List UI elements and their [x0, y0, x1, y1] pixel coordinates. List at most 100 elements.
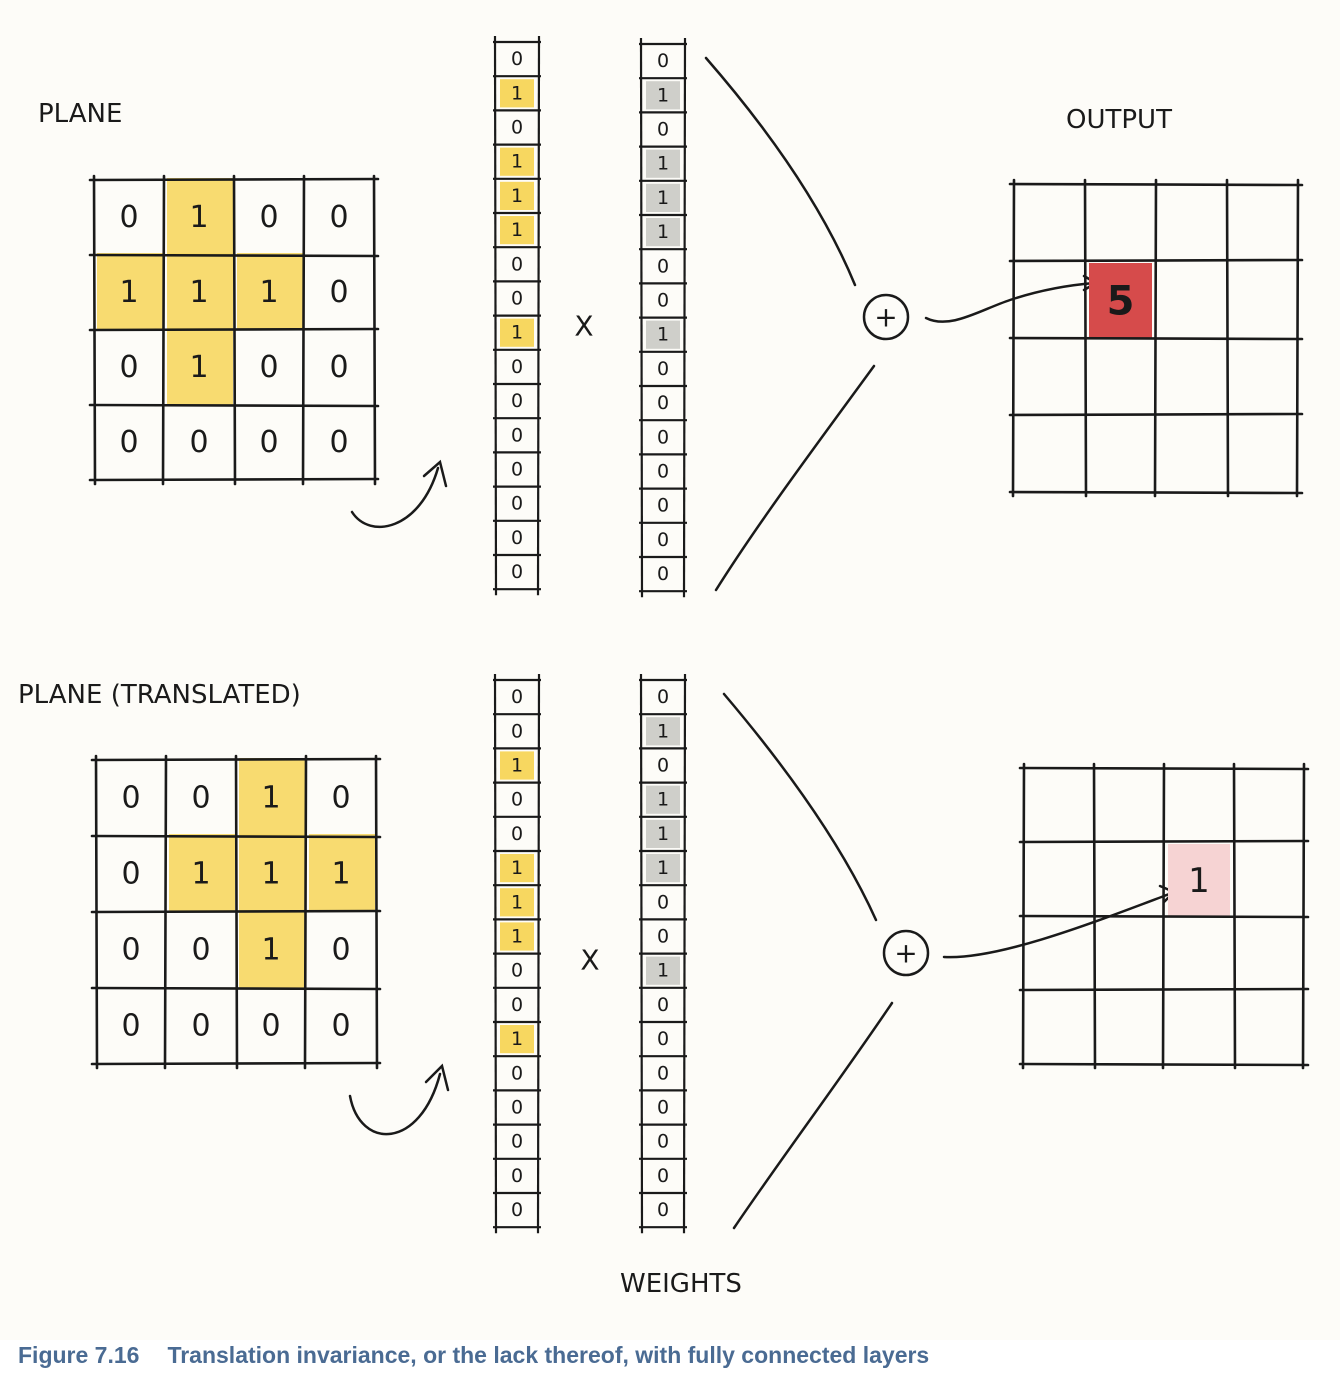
translated-plane-cell-value: 0 — [331, 933, 350, 968]
sum-node-bottom: + — [882, 929, 930, 977]
weights-vector-lines — [639, 37, 687, 598]
weights-vector-entry: 1 — [646, 320, 680, 349]
weights-vector-value: 0 — [657, 255, 669, 277]
connector-line-bottom-upper — [722, 692, 878, 922]
connector-line-bottom-lower — [732, 1001, 894, 1230]
input-vector-value: 1 — [511, 322, 523, 344]
highlight-mark — [646, 149, 680, 178]
translated-vector-entry: 1 — [500, 922, 534, 951]
weights-vector-entry: 1 — [646, 218, 680, 247]
input-vector-entry: 0 — [511, 493, 523, 515]
plane-cell: 0 — [259, 350, 278, 385]
input-vector-entry: 1 — [500, 79, 534, 108]
grid-line — [301, 174, 306, 486]
grid-line — [232, 174, 237, 486]
highlight-mark — [167, 328, 233, 405]
weights-vector-value: 0 — [657, 50, 669, 72]
translated-plane-cell-value: 0 — [191, 1009, 210, 1044]
translated-plane-cell-value: 1 — [261, 857, 280, 892]
weights-vector-entry: 0 — [657, 563, 669, 585]
plane-cell-value: 0 — [259, 350, 278, 385]
output-bottom-highlight-cell — [1168, 844, 1230, 916]
sum-node-top: + — [862, 293, 910, 341]
highlight-mark — [167, 178, 233, 255]
translated-plane-cell-value: 0 — [331, 1009, 350, 1044]
weights-vector-entry: 0 — [657, 392, 669, 414]
highlight-mark — [646, 320, 680, 349]
translated-vector-value: 0 — [511, 686, 523, 708]
translated-vector-value: 0 — [511, 1131, 523, 1153]
output-value: 5 — [1107, 279, 1135, 325]
weights-vector-value: 0 — [657, 426, 669, 448]
translated-vector-entry: 0 — [511, 720, 523, 742]
weights-vector-entry: 0 — [657, 529, 669, 551]
plane-cell: 0 — [329, 275, 348, 310]
weights-vector-value: 1 — [657, 84, 669, 106]
translated-vector-value: 0 — [511, 1165, 523, 1187]
translated-plane-cell-value: 0 — [121, 781, 140, 816]
grid-line — [90, 1061, 382, 1066]
output-grid: 5 — [1008, 178, 1304, 498]
weights-label: WEIGHTS — [620, 1269, 742, 1299]
plane-cell-value: 1 — [189, 200, 208, 235]
translated-vector-entry: 0 — [511, 1199, 523, 1221]
highlight-mark — [167, 253, 233, 330]
highlight-mark — [500, 79, 534, 108]
plane-cell-value: 1 — [119, 275, 138, 310]
translated-plane-cell-value: 1 — [191, 857, 210, 892]
weights-vector-bottom-entry: 0 — [657, 1165, 669, 1187]
input-vector-value: 1 — [511, 185, 523, 207]
plane-cell: 0 — [329, 425, 348, 460]
translated-vector-entry: 0 — [511, 686, 523, 708]
translated-vector-value: 1 — [511, 857, 523, 879]
grid-line — [1225, 178, 1230, 498]
output-bottom-grid-lines — [1018, 762, 1310, 1070]
weights-vector-value: 0 — [657, 529, 669, 551]
input-vector-value: 1 — [511, 151, 523, 173]
grid-line — [303, 754, 308, 1070]
translated-plane-cell-value: 0 — [191, 781, 210, 816]
highlight-mark — [500, 1025, 534, 1054]
input-vector-value: 0 — [511, 117, 523, 139]
plane-cell: 1 — [167, 328, 233, 405]
translated-vector-value: 0 — [511, 1062, 523, 1084]
highlight-mark — [237, 253, 303, 330]
connector-line-top-upper — [704, 56, 857, 287]
translated-plane-cell: 0 — [191, 1009, 210, 1044]
translated-plane-cell: 0 — [121, 933, 140, 968]
weights-vector-bottom-entry: 0 — [657, 1131, 669, 1153]
translated-vector-value: 1 — [511, 755, 523, 777]
weights-vector-entry: 1 — [646, 149, 680, 178]
weights-vector-bottom-entry: 0 — [657, 1028, 669, 1050]
plane-cell-value: 0 — [329, 275, 348, 310]
weights-vector-bottom-value: 0 — [657, 1097, 669, 1119]
highlight-mark — [646, 785, 680, 814]
input-vector-value: 0 — [511, 493, 523, 515]
weights-vector-bottom-value: 0 — [657, 1199, 669, 1221]
input-vector-entry: 0 — [511, 459, 523, 481]
input-vector-entry: 0 — [511, 390, 523, 412]
plane-cell: 0 — [119, 350, 138, 385]
input-vector-entry: 1 — [500, 147, 534, 176]
output-grid-lines — [1008, 178, 1304, 498]
plane-grid-lines — [88, 174, 380, 486]
plane-cell: 0 — [329, 200, 348, 235]
weights-vector-entry: 0 — [657, 290, 669, 312]
weights-vector-value: 1 — [657, 221, 669, 243]
translated-vector-value: 0 — [511, 720, 523, 742]
weights-vector-entry: 0 — [657, 495, 669, 517]
input-vector-value: 0 — [511, 424, 523, 446]
highlight-mark — [646, 717, 680, 746]
flatten-arrow-top — [350, 466, 440, 528]
multiply-sign-bottom: X — [580, 944, 599, 977]
grid-line — [1232, 762, 1237, 1070]
plane-cell: 0 — [259, 425, 278, 460]
weights-vector-bottom-entry: 0 — [657, 755, 669, 777]
translated-vector-value: 1 — [511, 1028, 523, 1050]
translated-plane-cell-value: 0 — [121, 1009, 140, 1044]
highlight-mark — [500, 854, 534, 883]
weights-vector-bottom-entry: 0 — [657, 1097, 669, 1119]
weights-vector-entry: 0 — [657, 358, 669, 380]
